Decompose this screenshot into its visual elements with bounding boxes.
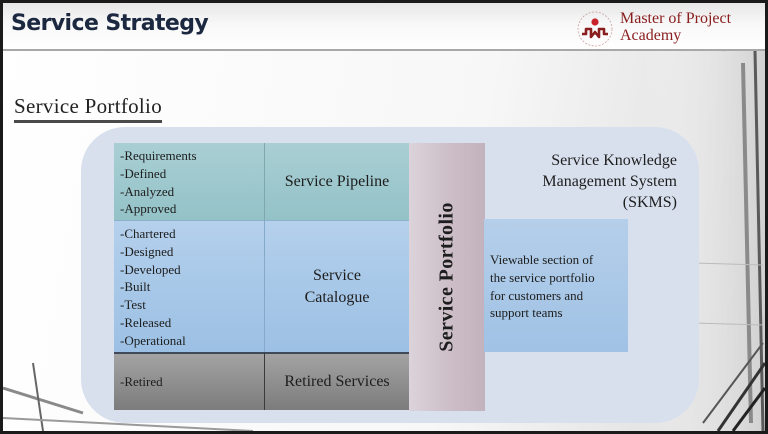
viewable-line: the service portfolio [490, 269, 595, 285]
viewable-line: for customers and [490, 287, 584, 303]
viewable-line: support teams [490, 305, 563, 321]
skms-label-line1: Service Knowledge [551, 152, 677, 169]
stage-item: -Chartered [120, 226, 176, 241]
pipeline-stages: -Requirements -Defined -Analyzed -Approv… [114, 143, 265, 220]
stage-item: -Analyzed [120, 183, 175, 199]
logo-text-line2: Academy [620, 27, 682, 44]
retired-services-label: Retired Services [265, 352, 409, 410]
section-title: Service Portfolio [14, 94, 162, 123]
stage-item: -Released [120, 314, 172, 330]
catalogue-stages: -Chartered -Designed -Developed -Built -… [114, 220, 265, 352]
skms-label: Service Knowledge Management System (SKM… [493, 150, 677, 213]
stage-item: -Test [120, 297, 146, 313]
stage-item: -Requirements [120, 148, 197, 163]
company-logo: Master of Project Academy [576, 8, 765, 48]
service-catalogue-text-line1: Service [313, 266, 361, 284]
service-catalogue-text-line2: Catalogue [304, 288, 370, 306]
stage-item: -Defined [120, 165, 167, 181]
slide: Service Strategy Master of Project Acade… [3, 3, 765, 431]
retired-services-text: Retired Services [284, 373, 390, 390]
service-pipeline-label: Service Pipeline [265, 143, 409, 220]
slide-header: Service Strategy Master of Project Acade… [3, 3, 765, 51]
stage-item: -Approved [120, 201, 177, 217]
service-pipeline-text: Service Pipeline [284, 172, 390, 190]
service-portfolio-bar: Service Portfolio [409, 143, 485, 411]
logo-text: Master of Project Academy [620, 10, 731, 44]
stage-item: -Built [120, 279, 151, 295]
viewable-section-box: Viewable section of the service portfoli… [484, 219, 628, 352]
viewable-line: Viewable section of [490, 252, 594, 267]
header-title: Service Strategy [11, 11, 209, 36]
stage-item: -Retired [120, 374, 163, 389]
service-catalogue-label: Service Catalogue [265, 220, 409, 352]
stage-item: -Designed [120, 243, 174, 259]
retired-stages: -Retired [114, 352, 265, 410]
stage-item: -Developed [120, 261, 181, 277]
skms-label-line3: (SKMS) [622, 194, 677, 211]
logo-people-icon [577, 11, 613, 47]
skms-label-line2: Management System [542, 173, 677, 190]
service-portfolio-bar-label: Service Portfolio [435, 202, 458, 352]
logo-text-line1: Master of Project [620, 10, 732, 27]
stage-item: -Operational [120, 332, 186, 348]
